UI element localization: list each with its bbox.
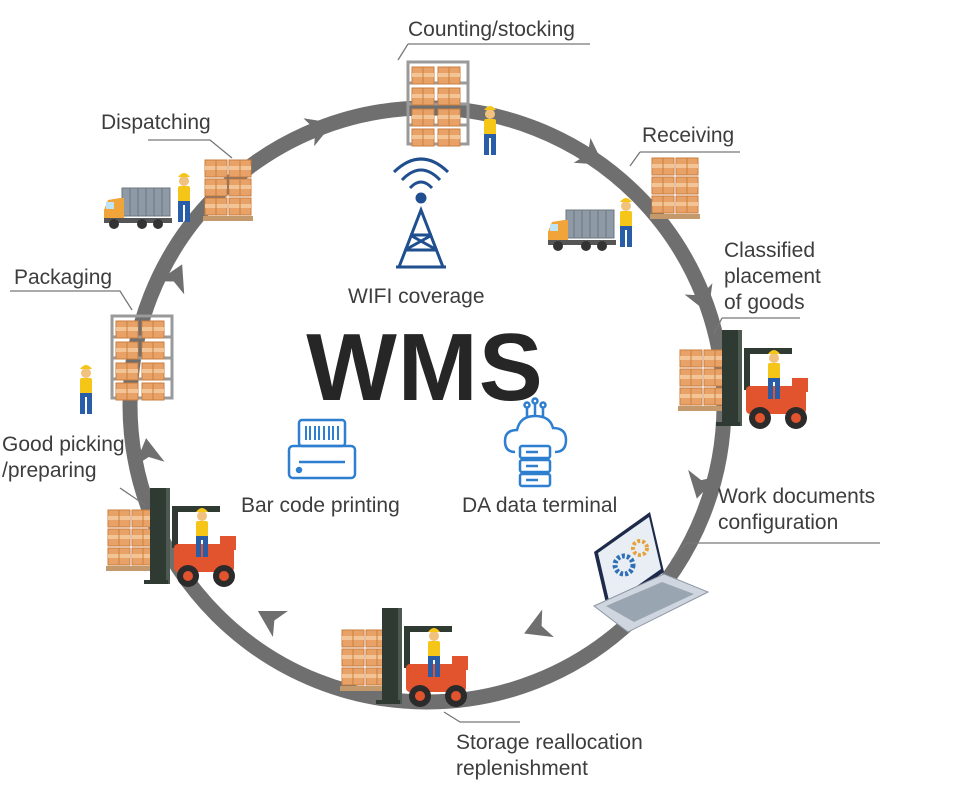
gear-icon <box>631 539 649 557</box>
cycle-arrows <box>134 118 718 638</box>
stage-label-line: Work documents <box>718 485 876 508</box>
arrow-icon <box>303 118 334 147</box>
arrow-icon <box>688 469 718 499</box>
stage-label-packaging: Packaging <box>14 266 113 289</box>
dispatching-illustration <box>103 160 253 230</box>
stage-label-line: configuration <box>718 511 839 534</box>
stage-label-picking: Good picking /preparing <box>2 432 125 484</box>
arrow-icon <box>157 264 185 295</box>
feature-barcode-label: Bar code printing <box>241 494 400 517</box>
gear-icon <box>612 553 636 577</box>
laptop-illustration <box>593 512 710 633</box>
stage-label-line: of goods <box>724 291 805 314</box>
data-terminal-icon <box>503 397 568 488</box>
stage-label-line: Good picking <box>2 433 125 456</box>
leader-lines <box>10 43 880 723</box>
arrow-icon <box>524 609 554 638</box>
stage-label-line: placement <box>724 265 821 288</box>
good-picking-illustration <box>106 488 236 587</box>
center-title: WMS <box>306 314 544 421</box>
packaging-illustration <box>80 316 172 414</box>
wifi-tower-icon <box>392 157 450 269</box>
stage-label-line: /preparing <box>2 459 97 482</box>
stage-label-counting: Counting/stocking <box>408 18 575 41</box>
arrow-icon <box>134 438 165 466</box>
stage-label-storage: Storage reallocation replenishment <box>456 730 643 782</box>
stage-label-dispatching: Dispatching <box>101 111 211 134</box>
feature-terminal-label: DA data terminal <box>462 494 618 517</box>
stage-label-receiving: Receiving <box>642 124 735 147</box>
barcode-printer-icon <box>287 418 357 480</box>
stage-label-line: Classified <box>724 239 816 262</box>
stage-label-line: replenishment <box>456 757 588 780</box>
classified-placement-illustration <box>678 330 808 429</box>
stage-label-classified: Classified placement of goods <box>724 238 821 316</box>
arrow-icon <box>573 137 604 165</box>
arrow-icon <box>257 611 288 637</box>
stage-label-work-docs: Work documents configuration <box>718 484 875 536</box>
feature-wifi-label: WIFI coverage <box>348 285 485 308</box>
arrow-icon <box>684 283 713 313</box>
stage-label-line: Storage reallocation <box>456 731 643 754</box>
